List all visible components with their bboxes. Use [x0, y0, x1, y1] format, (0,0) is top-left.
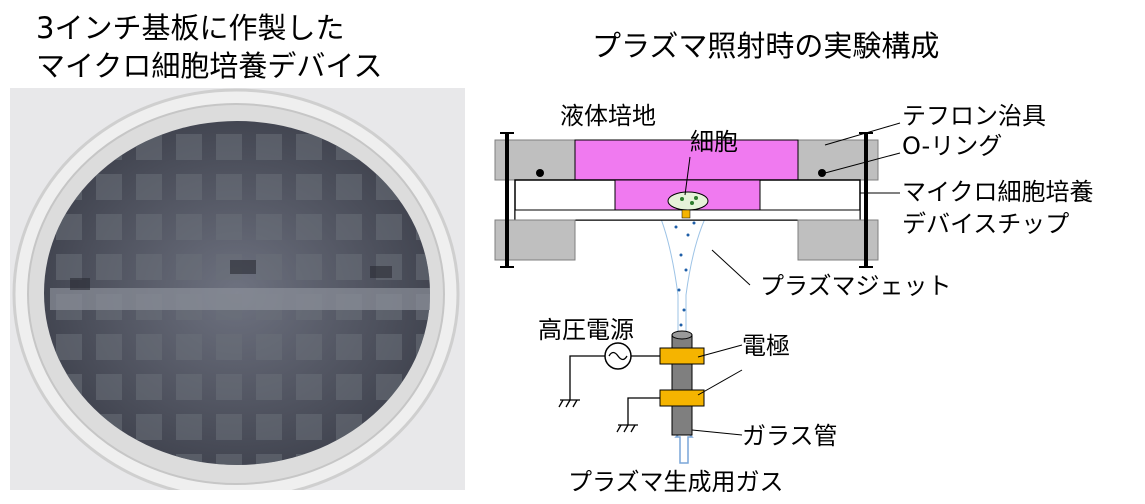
reflection-mark — [230, 260, 256, 274]
label-liquid-medium: 液体培地 — [560, 102, 656, 130]
plasma-particles — [674, 221, 696, 327]
experiment-setup-diagram — [494, 122, 901, 464]
ground-icon — [616, 424, 638, 433]
label-teflon-jig: テフロン治具 — [902, 102, 1046, 130]
o-ring-left — [536, 169, 544, 177]
electrode-lower — [659, 389, 705, 407]
wafer-photo — [10, 88, 465, 490]
label-chip-line2: デバイスチップ — [902, 210, 1070, 238]
photo-title-line2: マイクロ細胞培養デバイス — [36, 49, 383, 83]
label-cell: 細胞 — [690, 128, 738, 156]
label-electrode: 電極 — [742, 332, 790, 360]
photo-title-line1: 3インチ基板に作製した — [36, 11, 345, 45]
label-o-ring: O-リング — [902, 132, 1003, 160]
leader-lines — [684, 122, 901, 436]
label-chip-line1: マイクロ細胞培養 — [902, 178, 1094, 206]
reflection-mark — [70, 278, 90, 290]
clamp-bolts — [505, 133, 868, 267]
label-plasma-gas: プラズマ生成用ガス — [568, 468, 784, 496]
label-glass-tube: ガラス管 — [742, 422, 838, 450]
ground-icon — [558, 399, 580, 408]
micro-aperture — [681, 209, 691, 219]
electrode-upper — [659, 347, 705, 365]
reflection-mark — [370, 266, 392, 278]
liquid-medium — [574, 139, 799, 181]
plasma-jet — [654, 204, 713, 336]
diagram-title: プラズマ照射時の実験構成 — [592, 29, 940, 63]
cell — [667, 191, 709, 211]
label-plasma-jet: プラズマジェット — [760, 272, 952, 300]
label-hv-source: 高圧電源 — [538, 316, 634, 344]
reflection-band — [50, 288, 430, 310]
o-ring-right — [818, 169, 826, 177]
